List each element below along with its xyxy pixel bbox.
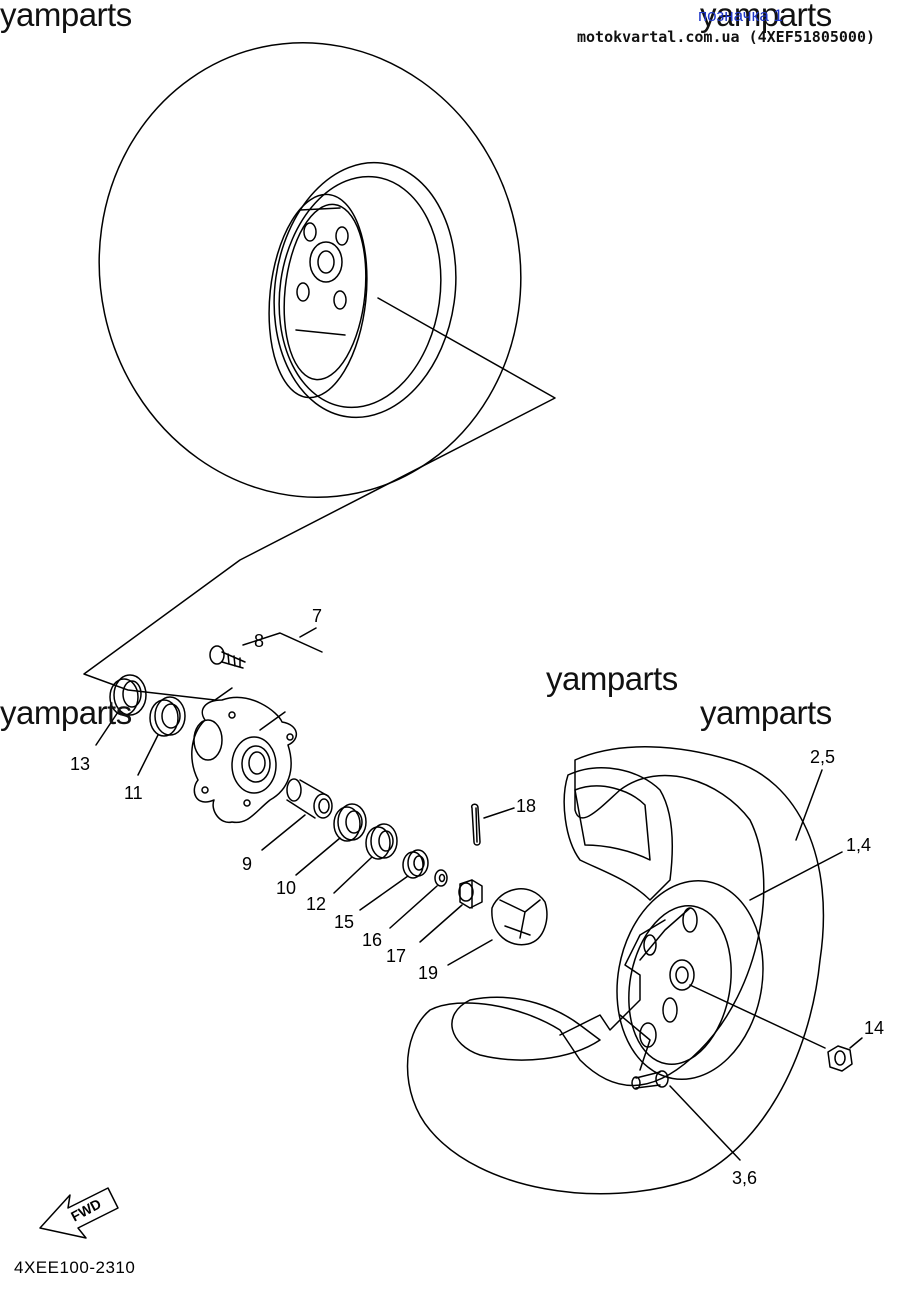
rim-inner-half xyxy=(451,996,601,1061)
callout-label: 16 xyxy=(362,930,383,950)
watermark: yamparts xyxy=(546,660,678,697)
hub-inner xyxy=(317,250,335,274)
watermark: yamparts xyxy=(700,694,832,731)
rim-face-inner xyxy=(283,203,367,381)
callout-label: 7 xyxy=(312,606,323,626)
oil-seal xyxy=(109,674,147,716)
rim-hole xyxy=(335,226,349,246)
leader-line xyxy=(333,856,373,894)
rim-hole xyxy=(333,290,347,310)
washer xyxy=(434,869,448,887)
leader-line xyxy=(447,939,493,966)
tire-valve xyxy=(631,1070,669,1090)
callout-label: 2,5 xyxy=(810,747,836,767)
callout-label: 19 xyxy=(418,963,439,983)
watermark: yamparts xyxy=(0,0,132,33)
leader-line xyxy=(669,1085,741,1161)
collar xyxy=(402,849,429,879)
leader-line xyxy=(95,711,119,746)
leader-line xyxy=(137,734,159,776)
hub-cap xyxy=(491,888,548,946)
leader-line xyxy=(359,875,409,911)
rim-outer xyxy=(273,161,457,419)
rim-center-hole-inner xyxy=(675,966,689,984)
cotter-pin xyxy=(470,803,481,846)
rim-hole xyxy=(643,934,657,956)
callout-label: 17 xyxy=(386,946,407,966)
callout-label: 18 xyxy=(516,796,537,816)
tire-outline xyxy=(98,41,522,499)
site-link[interactable]: позначка 1 xyxy=(697,6,783,25)
exploded-wheel xyxy=(406,746,825,1195)
callout-label: 1,4 xyxy=(846,835,872,855)
callout-label: 15 xyxy=(334,912,355,932)
fwd-arrow-icon xyxy=(39,1187,119,1239)
leader-line xyxy=(295,837,341,876)
bearing xyxy=(333,803,367,842)
oil-seal xyxy=(365,823,398,860)
leader-line xyxy=(483,807,515,819)
rim-face xyxy=(628,904,732,1066)
diagram-code: 4XEE100-2310 xyxy=(14,1258,136,1277)
rim-outer-half xyxy=(563,767,674,901)
rim-hole xyxy=(639,1022,657,1048)
tire-outline xyxy=(406,746,825,1195)
callout-bracket xyxy=(242,632,323,653)
exploded-guide-line xyxy=(83,297,556,701)
leader-line xyxy=(261,814,306,851)
leader-line xyxy=(749,851,843,901)
rim-hole xyxy=(303,222,317,242)
rim-spokes xyxy=(295,207,346,336)
callout-label: 14 xyxy=(864,1018,885,1038)
castle-nut xyxy=(458,879,483,909)
callout-label: 9 xyxy=(242,854,253,874)
leader-line xyxy=(795,769,823,841)
leader-line xyxy=(419,904,463,943)
bearing xyxy=(149,696,186,737)
leader-line xyxy=(299,627,317,638)
hub-outer xyxy=(309,241,343,283)
leader-line xyxy=(389,885,438,929)
callout-label: 13 xyxy=(70,754,91,774)
watermark: yamparts xyxy=(700,0,832,33)
assembled-wheel xyxy=(98,41,522,499)
leader-line xyxy=(849,1037,863,1049)
callout-label: 11 xyxy=(124,783,143,803)
bolt xyxy=(209,645,246,669)
callout-label: 3,6 xyxy=(732,1168,758,1188)
wheel-nut xyxy=(827,1045,853,1072)
callout-label: 8 xyxy=(254,631,265,651)
rim-spokes xyxy=(619,907,691,1071)
callout-label: 12 xyxy=(306,894,327,914)
rim-outer-half-inner xyxy=(574,785,651,861)
rim-hole xyxy=(296,282,310,302)
wheel-hub xyxy=(191,696,297,824)
source-reference: motokvartal.com.ua (4XEF51805000) xyxy=(576,28,875,46)
rim-face xyxy=(268,193,368,399)
leader-line xyxy=(689,984,826,1049)
collar xyxy=(286,778,333,819)
rim-edge xyxy=(559,919,666,1036)
rim-flange xyxy=(616,879,764,1081)
rim-center-hole xyxy=(669,959,695,991)
rim-inner xyxy=(278,175,442,409)
callout-label: 10 xyxy=(276,878,297,898)
watermark: yamparts xyxy=(0,694,132,731)
rim-hole xyxy=(662,997,678,1023)
